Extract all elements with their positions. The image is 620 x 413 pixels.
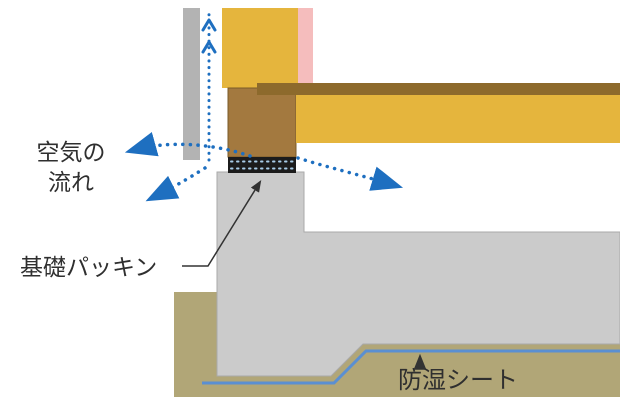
packing-leader-arrow <box>182 179 262 267</box>
wall-insulation <box>222 8 298 88</box>
cavity-airflow-chevron-top-icon <box>201 18 217 32</box>
airflow-label-line1: 空気の <box>36 139 106 165</box>
cavity-airflow-chevron-lower-icon <box>201 40 217 54</box>
foundation-packing-strip <box>228 157 296 173</box>
floor-joist-band <box>257 83 620 95</box>
airflow-label: 空気の 流れ <box>26 137 116 197</box>
packing-label: 基礎パッキン <box>20 254 158 280</box>
concrete-foundation <box>216 171 620 377</box>
airflow-arrow-left-icon <box>124 131 252 158</box>
exterior-cladding-layer <box>183 8 200 160</box>
airflow-label-line2: 流れ <box>48 169 94 195</box>
moisture-sheet-line <box>202 349 620 385</box>
sheet-label: 防湿シート <box>398 367 518 394</box>
airflow-arrow-left-down-icon <box>145 166 207 202</box>
airflow-arrow-right-icon <box>296 156 404 191</box>
sill-beam <box>227 87 297 158</box>
floor-board <box>296 95 620 143</box>
interior-wall-layer <box>298 8 313 88</box>
